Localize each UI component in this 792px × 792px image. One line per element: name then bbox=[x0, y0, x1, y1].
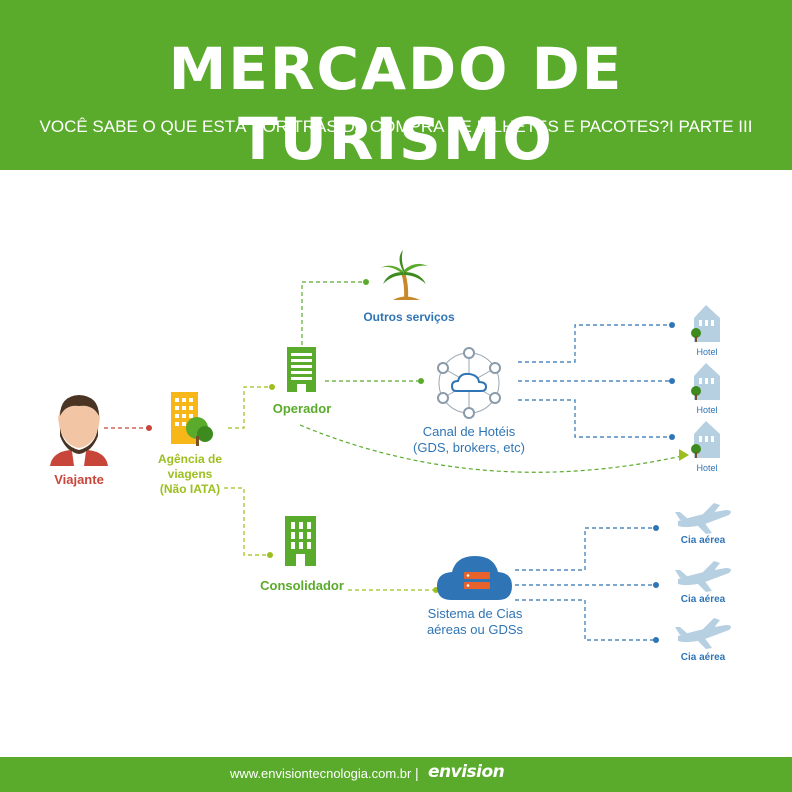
page-subtitle: VOCÊ SABE O QUE ESTÁ POR TRÁS DA COMPRA … bbox=[39, 117, 753, 136]
cloud-server-icon bbox=[437, 556, 512, 600]
arrow-head-icon bbox=[679, 449, 689, 461]
palm-tree-icon bbox=[380, 250, 428, 300]
dot bbox=[653, 582, 659, 588]
connector-agencia-consolidador bbox=[224, 487, 270, 556]
page-title: MERCADO DE TURISMO bbox=[168, 35, 624, 173]
connector-sistema-cia-3 bbox=[515, 599, 655, 641]
hotel-icon bbox=[691, 305, 720, 342]
dot bbox=[267, 552, 273, 558]
airplane-icon bbox=[675, 618, 731, 649]
consolidador-label: Consolidador bbox=[260, 578, 344, 593]
connector-dots bbox=[146, 279, 689, 643]
canal-label-line-2: (GDS, brokers, etc) bbox=[413, 440, 525, 455]
hotel-channel-hub-icon bbox=[437, 347, 501, 419]
operador-label: Operador bbox=[273, 401, 332, 416]
sistema-label-line-2: aéreas ou GDSs bbox=[427, 622, 524, 637]
connector-operador-hotel bbox=[299, 424, 683, 473]
dot bbox=[669, 322, 675, 328]
consolidator-building-icon bbox=[285, 516, 316, 566]
hotel-label: Hotel bbox=[696, 347, 717, 357]
hotel-icon bbox=[691, 421, 720, 458]
outros-servicos-label: Outros serviços bbox=[363, 310, 455, 324]
connector-canal-hotel-3 bbox=[518, 399, 672, 438]
airplane-icon bbox=[675, 561, 731, 592]
footer-url-link[interactable]: www.envisiontecnologia.com.br bbox=[230, 766, 412, 781]
connector-operador-outros bbox=[301, 281, 365, 345]
agencia-label-line-3: (Não IATA) bbox=[160, 482, 220, 496]
cia-aerea-label: Cia aérea bbox=[681, 594, 726, 605]
dot bbox=[269, 384, 275, 390]
traveler-icon bbox=[50, 395, 108, 466]
dot bbox=[653, 637, 659, 643]
cia-aerea-label: Cia aérea bbox=[681, 535, 726, 546]
footer-banner bbox=[0, 757, 792, 792]
envision-logo: envision bbox=[428, 762, 505, 782]
hotel-label: Hotel bbox=[696, 463, 717, 473]
viajante-label: Viajante bbox=[54, 472, 104, 487]
travel-agency-icon bbox=[171, 392, 213, 446]
cia-aerea-label: Cia aérea bbox=[681, 652, 726, 663]
footer-separator: | bbox=[415, 765, 419, 781]
dot bbox=[669, 434, 675, 440]
connector-agencia-operador bbox=[228, 386, 272, 429]
agencia-label-line-1: Agência de bbox=[158, 452, 222, 466]
connectors bbox=[104, 281, 683, 641]
dot bbox=[146, 425, 152, 431]
dot bbox=[418, 378, 424, 384]
header-banner bbox=[0, 0, 792, 170]
hotel-icon bbox=[691, 363, 720, 400]
sistema-label-line-1: Sistema de Cias bbox=[428, 606, 523, 621]
dot bbox=[653, 525, 659, 531]
airplane-icon bbox=[675, 503, 731, 534]
dot bbox=[669, 378, 675, 384]
connector-canal-hotel-1 bbox=[518, 324, 672, 363]
hotel-label: Hotel bbox=[696, 405, 717, 415]
operator-building-icon bbox=[287, 347, 316, 392]
dot bbox=[363, 279, 369, 285]
canal-label-line-1: Canal de Hotéis bbox=[423, 424, 516, 439]
connector-sistema-cia-1 bbox=[515, 527, 655, 571]
agencia-label-line-2: viagens bbox=[168, 467, 213, 481]
